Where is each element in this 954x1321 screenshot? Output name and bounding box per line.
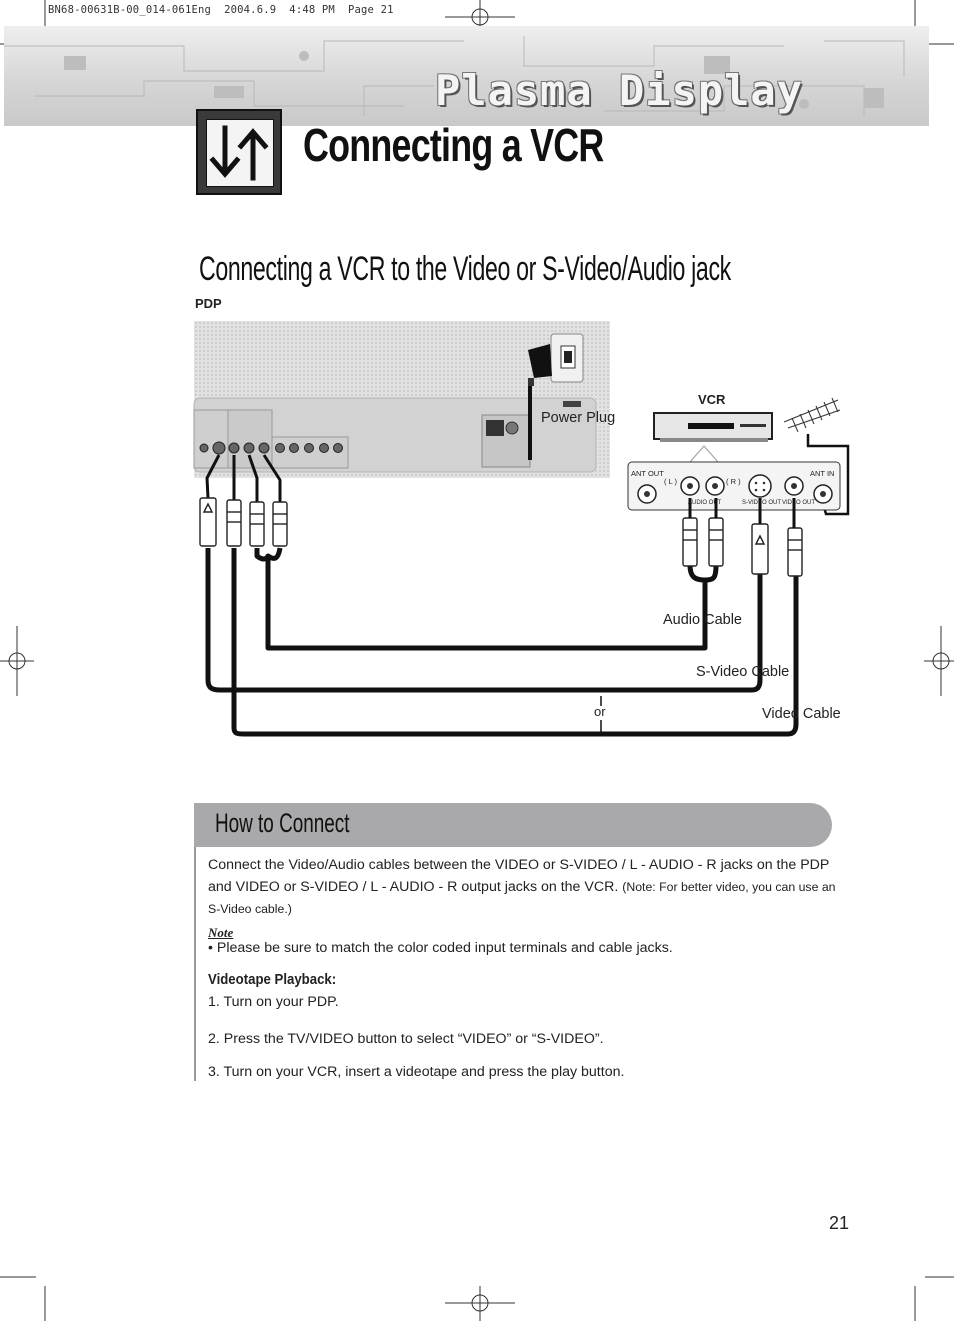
intro-note: (Note: For better video, you can use an … [208, 880, 836, 916]
section-rule [194, 847, 196, 1081]
print-slug: BN68-00631B-00_014-061Eng 2004.6.9 4:48 … [48, 4, 394, 16]
page-number: 21 [829, 1213, 850, 1233]
step-2: 2. Press the TV/VIDEO button to select “… [208, 1031, 604, 1047]
vcr-device [653, 412, 773, 467]
ant-in-label: ANT IN [810, 469, 834, 478]
note-bullet: • Please be sure to match the color code… [208, 940, 673, 956]
ant-out-label: ANT OUT [631, 469, 664, 478]
note-title: Note [208, 925, 234, 940]
antenna-icon [783, 397, 850, 516]
intro-text: Connect the Video/Audio cables between t… [208, 857, 830, 895]
vcr-label: VCR [698, 392, 726, 407]
svideo-cable-label: S-Video Cable [696, 664, 790, 680]
right-audio-label: ( R ) [726, 477, 741, 486]
how-to-connect-intro: Connect the Video/Audio cables between t… [208, 854, 838, 920]
left-audio-label: ( L ) [664, 477, 678, 486]
how-to-connect-title: How to Connect [215, 808, 350, 838]
video-out-label: VIDEO OUT [782, 500, 815, 506]
playback-title: Videotape Playback: [208, 971, 337, 988]
step-3: 3. Turn on your VCR, insert a videotape … [208, 1064, 625, 1080]
svideo-out-label: S-VIDEO OUT [742, 500, 781, 506]
page-title: Connecting a VCR [303, 119, 604, 171]
header-banner [4, 26, 929, 126]
section-title: Connecting a VCR to the Video or S-Video… [199, 250, 731, 288]
how-to-connect-header [194, 803, 832, 847]
video-cable-label: Video Cable [762, 706, 841, 722]
pdp-jack-strip [193, 397, 597, 473]
product-title: Plasma Display [435, 66, 804, 115]
power-plug-label: Power Plug [541, 410, 616, 426]
or-label: or [594, 704, 606, 719]
cable-plugs [199, 497, 803, 577]
audio-cable-label: Audio Cable [663, 612, 742, 628]
audio-cable [254, 547, 719, 651]
power-plug [527, 333, 584, 460]
cables [205, 454, 799, 737]
step-1: 1. Turn on your PDP. [208, 994, 339, 1010]
connection-arrows-icon [196, 109, 282, 195]
vcr-jack-panel: ANT OUT ( L ) ( R ) AUDIO OUT S-VIDEO OU… [627, 461, 841, 511]
svideo-cable [205, 548, 763, 693]
video-cable [231, 548, 799, 737]
audio-out-label: AUDIO OUT [688, 500, 722, 506]
pdp-label: PDP [195, 296, 222, 311]
circuit-board-pattern [4, 36, 905, 116]
